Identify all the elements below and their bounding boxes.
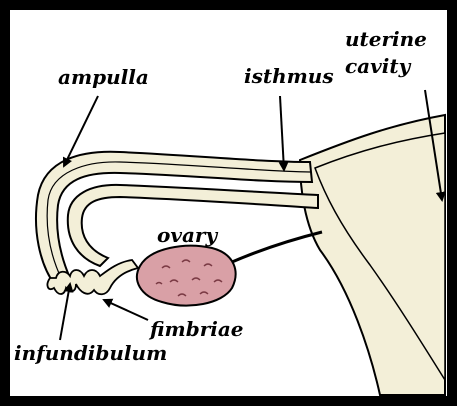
label-isthmus: isthmus (244, 64, 334, 88)
label-uterine: uterine (345, 27, 427, 51)
label-infundibulum: infundibulum (14, 341, 167, 365)
ovary-shape (137, 246, 236, 306)
label-ampulla: ampulla (58, 65, 149, 89)
label-cavity: cavity (345, 54, 412, 78)
label-fimbriae: fimbriae (148, 317, 244, 341)
label-ovary: ovary (157, 223, 218, 247)
